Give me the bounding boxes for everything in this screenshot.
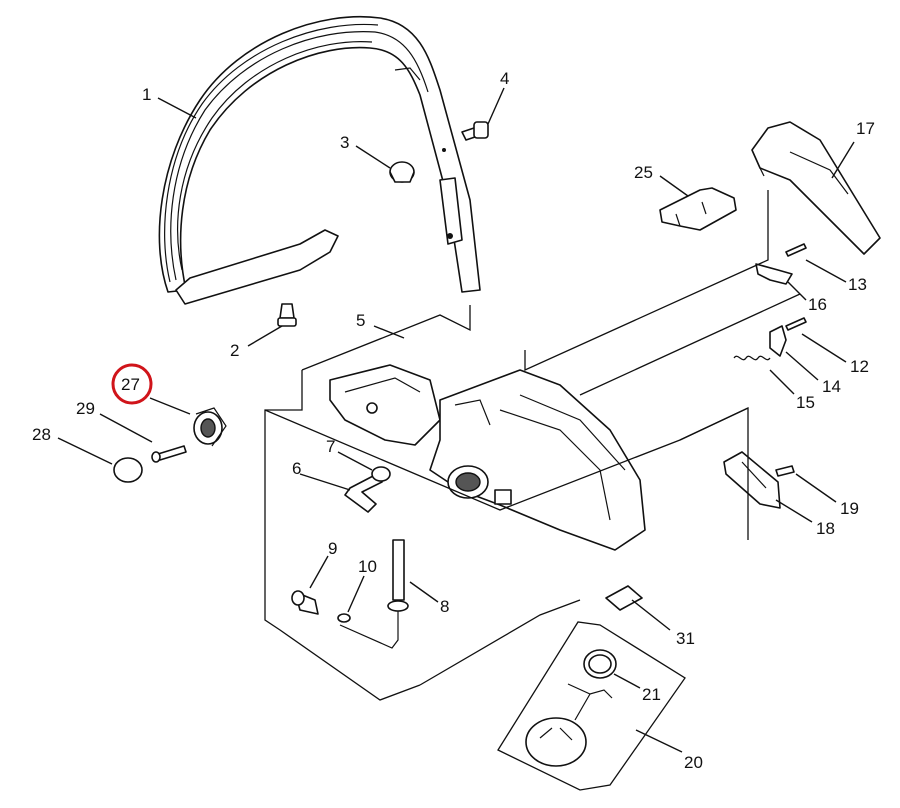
buffer-27 [193,407,227,447]
callout-8: 8 [440,597,449,616]
bracket-25 [659,187,737,231]
latch-16 [755,263,793,285]
callout-19: 19 [840,499,859,518]
label-31 [605,585,643,611]
callout-28: 28 [32,425,51,444]
callout-29: 29 [76,399,95,418]
pipe-8 [339,539,409,649]
callout-5: 5 [356,311,365,330]
callout-10: 10 [358,557,377,576]
pin-12 [785,317,807,331]
plate-18 [723,451,781,509]
washer-28 [113,457,143,483]
callout-13: 13 [848,275,867,294]
callout-2: 2 [230,341,239,360]
callout-labels: 1 2 3 4 5 6 7 8 9 10 12 13 14 15 16 17 1… [32,69,875,772]
housing-5 [329,364,646,551]
front-handle-bar [158,16,481,305]
highlight-circle-27 [111,363,153,405]
callout-25: 25 [634,163,653,182]
callout-1: 1 [142,85,151,104]
filter-7 [371,466,391,482]
screw-19 [775,465,795,477]
callout-16: 16 [808,295,827,314]
lever-14 [769,325,787,357]
callout-15: 15 [796,393,815,412]
chain-cover-17 [751,121,881,255]
assembly-frames [264,190,801,791]
callout-31: 31 [676,629,695,648]
filter-9 [291,590,319,615]
callout-17: 17 [856,119,875,138]
o-ring-21 [567,649,617,721]
callout-21: 21 [642,685,661,704]
screw-29 [151,445,187,463]
pin-13 [785,243,807,257]
spacer-3 [389,161,415,183]
leader-lines [57,87,855,753]
callout-7: 7 [326,437,335,456]
callout-18: 18 [816,519,835,538]
callout-3: 3 [340,133,349,152]
cap-20 [525,717,587,767]
callout-9: 9 [328,539,337,558]
callout-20: 20 [684,753,703,772]
callout-14: 14 [822,377,841,396]
callout-12: 12 [850,357,869,376]
spring-15 [733,355,771,361]
bolt-4 [461,121,489,141]
callout-6: 6 [292,459,301,478]
clip-10 [337,613,351,623]
callout-4: 4 [500,69,509,88]
callout-27: 27 [121,375,140,394]
screw-2 [277,303,297,327]
